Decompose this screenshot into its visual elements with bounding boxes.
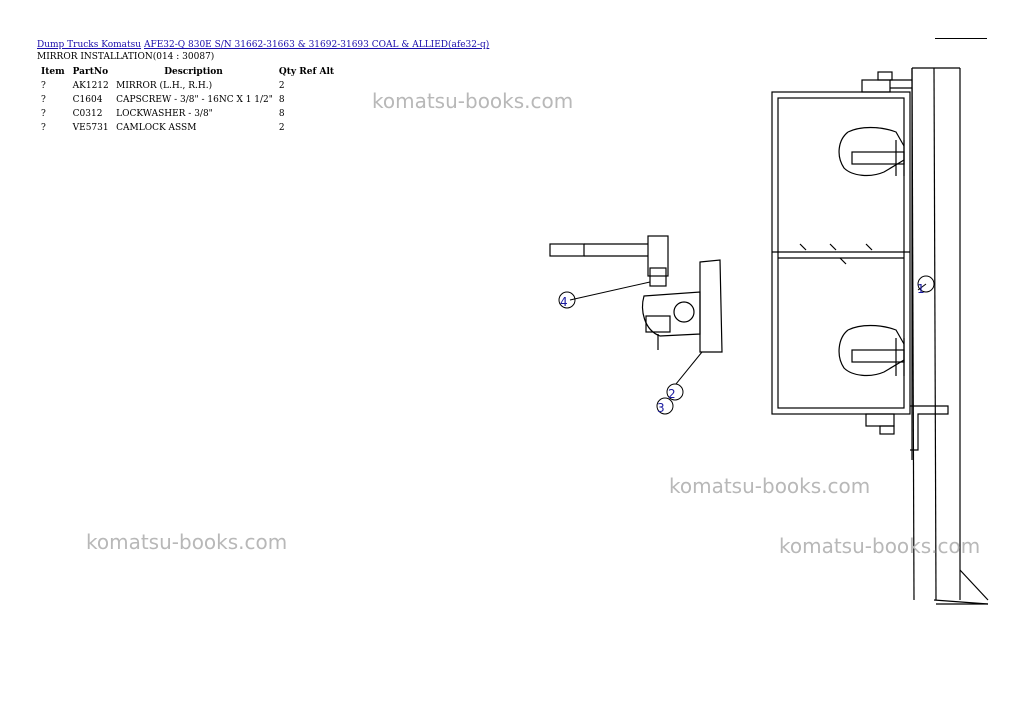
cell-description: CAMLOCK ASSM bbox=[116, 123, 197, 133]
cell-item: ? bbox=[41, 123, 46, 133]
header-ref: Ref bbox=[299, 67, 317, 77]
cell-description: CAPSCREW - 3/8" - 16NC X 1 1/2" bbox=[116, 95, 273, 105]
section-title: MIRROR INSTALLATION(014 : 30087) bbox=[37, 52, 215, 62]
table-row: ? C1604 CAPSCREW - 3/8" - 16NC X 1 1/2" … bbox=[37, 94, 338, 108]
parts-table: Item PartNo Description Qty Ref Alt ? AK… bbox=[37, 66, 338, 136]
camlock-assembly bbox=[549, 235, 723, 353]
watermark: komatsu-books.com bbox=[779, 534, 981, 558]
cell-partno: C1604 bbox=[72, 95, 103, 105]
header-qty: Qty bbox=[278, 67, 297, 77]
callout-1-circle bbox=[917, 275, 935, 293]
callout-4-circle bbox=[558, 291, 576, 309]
cell-description: LOCKWASHER - 3/8" bbox=[116, 109, 213, 119]
cell-qty: 2 bbox=[278, 123, 285, 133]
table-row: ? AK1212 MIRROR (L.H., R.H.) 2 bbox=[37, 80, 338, 94]
callout-3: 3 bbox=[657, 401, 665, 415]
callout-2: 2 bbox=[668, 387, 676, 401]
cell-qty: 8 bbox=[278, 95, 285, 105]
header-rule bbox=[935, 38, 987, 39]
cell-qty: 2 bbox=[278, 81, 285, 91]
header-qty-ref-alt: Qty Ref Alt bbox=[275, 66, 338, 80]
cell-qty: 8 bbox=[278, 109, 285, 119]
lower-bracket bbox=[838, 324, 949, 451]
breadcrumb: Dump Trucks Komatsu AFE32-Q 830E S/N 316… bbox=[37, 40, 489, 50]
mounting-post bbox=[911, 67, 989, 605]
cell-partno: VE5731 bbox=[72, 123, 109, 133]
callout-1: 1 bbox=[917, 282, 925, 296]
table-header-row: Item PartNo Description Qty Ref Alt bbox=[37, 66, 338, 80]
mirror-frame bbox=[771, 91, 911, 415]
leader-lines bbox=[569, 281, 927, 385]
callout-2-circle bbox=[666, 383, 684, 401]
cell-description: MIRROR (L.H., R.H.) bbox=[116, 81, 213, 91]
callout-3-circle bbox=[656, 397, 674, 415]
breadcrumb-link-dump-trucks[interactable]: Dump Trucks Komatsu bbox=[37, 40, 142, 50]
header-alt: Alt bbox=[319, 67, 335, 77]
watermark: komatsu-books.com bbox=[669, 474, 871, 498]
breadcrumb-link-model[interactable]: AFE32-Q 830E S/N 31662-31663 & 31692-316… bbox=[143, 40, 490, 50]
table-row: ? VE5731 CAMLOCK ASSM 2 bbox=[37, 122, 338, 136]
header-description: Description bbox=[164, 67, 223, 77]
callout-4: 4 bbox=[560, 295, 568, 309]
watermark: komatsu-books.com bbox=[86, 530, 288, 554]
cell-item: ? bbox=[41, 95, 46, 105]
table-row: ? C0312 LOCKWASHER - 3/8" 8 bbox=[37, 108, 338, 122]
watermark: komatsu-books.com bbox=[372, 89, 574, 113]
header-item: Item bbox=[41, 67, 65, 77]
cell-partno: C0312 bbox=[72, 109, 103, 119]
cell-item: ? bbox=[41, 109, 46, 119]
upper-bracket bbox=[838, 71, 912, 177]
cell-item: ? bbox=[41, 81, 46, 91]
cell-partno: AK1212 bbox=[72, 81, 109, 91]
header-partno: PartNo bbox=[72, 67, 109, 77]
